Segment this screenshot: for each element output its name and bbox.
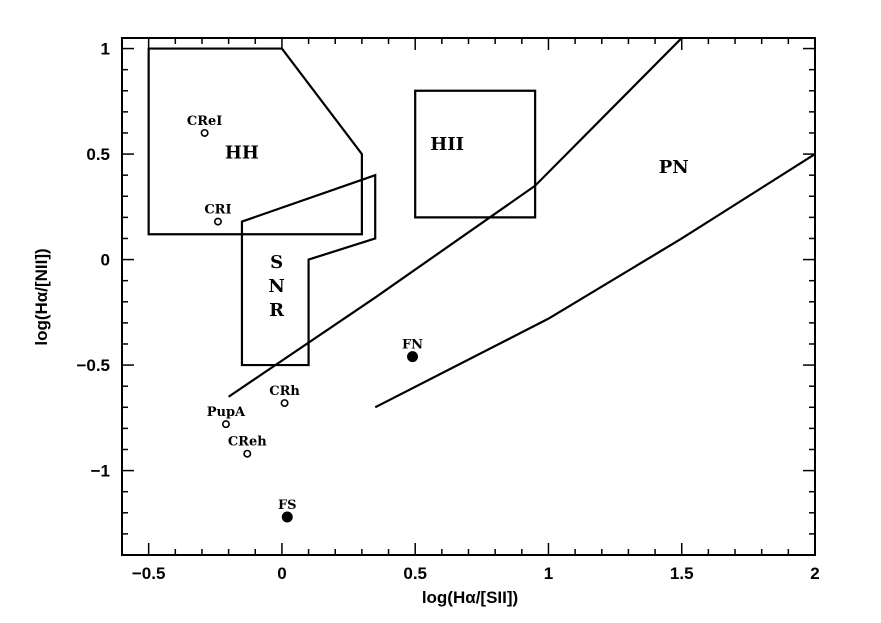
point-crei-label: CReI: [187, 114, 223, 129]
x-axis-label: log(Hα/[SII]): [422, 588, 518, 607]
plot-frame: [121, 37, 816, 556]
y-tick-label: 0.5: [86, 145, 110, 164]
point-pupa: [221, 420, 230, 429]
region-label-snr: R: [269, 300, 285, 321]
dividing-lines: [227, 37, 816, 409]
x-tick-label: 0.5: [403, 564, 427, 583]
x-tick-label: −0.5: [132, 564, 166, 583]
dividing-line-2: [374, 153, 816, 409]
point-creh: [243, 449, 252, 458]
point-creh-label: CReh: [228, 435, 267, 450]
region-label-snr: S: [270, 252, 283, 273]
region-label-pn: PN: [659, 157, 689, 178]
x-tick-label: 2: [810, 564, 819, 583]
y-tick-label: 0: [101, 251, 110, 270]
y-tick-label: −1: [91, 462, 110, 481]
x-tick-label: 0: [277, 564, 286, 583]
point-fs: [281, 511, 293, 523]
region-label-hii: HII: [430, 134, 464, 155]
region-hii-boundary: [414, 89, 537, 219]
regions: [147, 47, 537, 367]
point-crei: [200, 128, 209, 137]
axis-ticks: [121, 38, 816, 556]
x-tick-label: 1.5: [670, 564, 694, 583]
point-pupa-label: PupA: [207, 405, 246, 420]
region-labels: HH HII SNR PN: [225, 134, 689, 321]
region-label-snr: N: [268, 276, 284, 297]
point-cri: [213, 217, 222, 226]
tick-labels: −0.5 0 0.5 1 1.5 2 −1 −0.5 0 0.5 1: [76, 40, 819, 583]
point-fn-label: FN: [402, 338, 423, 353]
y-axis-label: log(Hα/[NII]): [32, 248, 51, 345]
point-crh: [280, 399, 289, 408]
x-tick-label: 1: [544, 564, 553, 583]
y-tick-label: 1: [101, 40, 110, 59]
dividing-line-1: [227, 37, 683, 398]
y-tick-label: −0.5: [76, 356, 110, 375]
region-label-hh: HH: [225, 142, 259, 163]
point-fn: [407, 351, 419, 363]
point-fs-label: FS: [278, 498, 297, 513]
point-crh-label: CRh: [269, 384, 300, 399]
region-snr-boundary: [240, 173, 377, 367]
region-hh-boundary: [147, 47, 363, 236]
point-cri-label: CRI: [204, 203, 231, 218]
